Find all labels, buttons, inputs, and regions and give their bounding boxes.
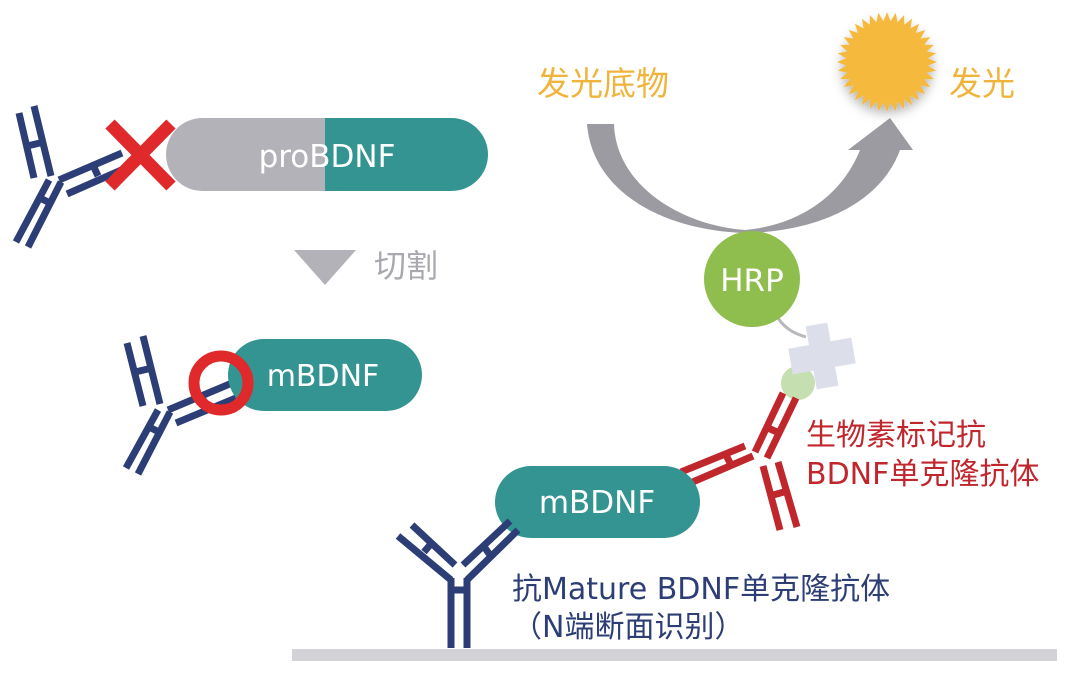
detection-antibody-icon <box>679 391 801 531</box>
linker-line <box>776 317 807 339</box>
avidin-cross-icon <box>788 322 856 390</box>
cross-icon <box>105 119 176 191</box>
biotin-icon <box>781 366 815 400</box>
mbdnf-label-bottom: mBDNF <box>539 485 655 521</box>
sun-icon <box>837 12 937 112</box>
capture-antibody-label-line1: 抗Mature BDNF单克隆抗体 <box>512 572 891 607</box>
curved-arrow-icon <box>587 118 913 233</box>
ring-icon <box>188 350 254 416</box>
probdnf-label: proBDNF <box>259 139 396 175</box>
pro-domain <box>166 118 326 191</box>
capture-antibody-label-line2: （N端断面识别） <box>512 610 745 645</box>
detection-antibody-label-line2: BDNF单克隆抗体 <box>806 457 1040 492</box>
triangle-down-icon <box>294 250 356 285</box>
hrp-enzyme: HRP <box>704 231 800 327</box>
hrp-label: HRP <box>720 263 784 299</box>
middle-antibody-icon <box>122 335 238 476</box>
mature-domain <box>325 118 488 191</box>
mbdnf-label-middle: mBDNF <box>267 359 380 394</box>
mbdnf-pill-middle: mBDNF <box>228 339 422 411</box>
light-label: 发光 <box>949 64 1015 103</box>
probdnf-pill: proBDNF <box>166 118 488 191</box>
detection-antibody-label-line1: 生物素标记抗 <box>806 418 986 453</box>
top-antibody-icon <box>12 105 128 249</box>
cleavage-label: 切割 <box>374 247 439 285</box>
substrate-label: 发光底物 <box>537 64 669 103</box>
plate-surface <box>292 649 1057 661</box>
mbdnf-pill-bottom: mBDNF <box>495 466 700 538</box>
capture-antibody-icon <box>395 518 521 648</box>
